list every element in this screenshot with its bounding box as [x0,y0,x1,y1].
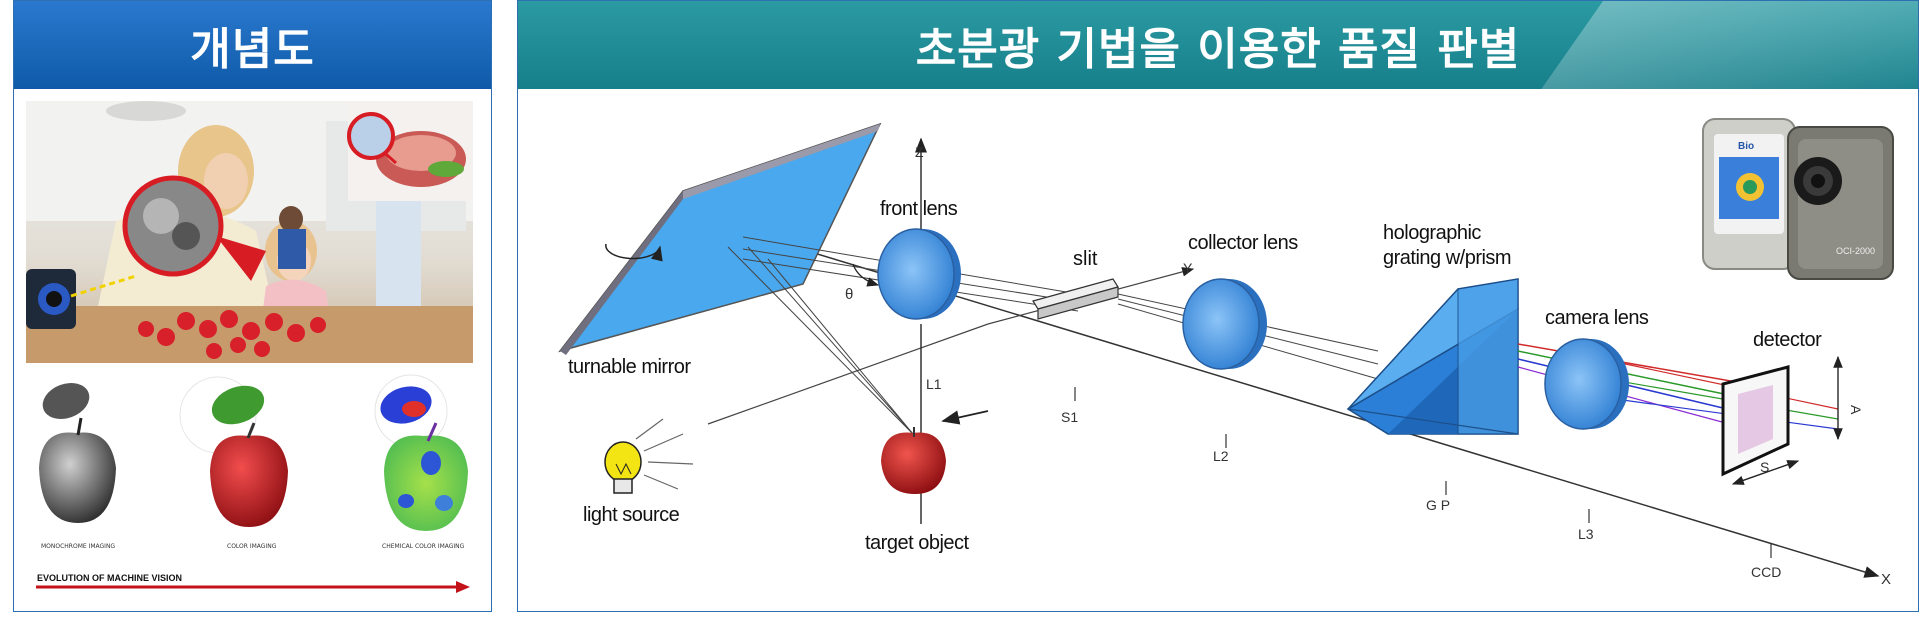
dim-a-mark: A [1848,405,1864,415]
mirror-label: turnable mirror [568,356,691,378]
ccd-mark: CCD [1751,564,1781,580]
l3-mark: L3 [1578,526,1594,542]
collector-lens-label: collector lens [1188,232,1298,254]
monochrome-apple [39,383,116,523]
chemical-imaging-apple [374,374,468,531]
s1-mark: S1 [1061,409,1078,425]
device-brand: Bio [1738,141,1754,152]
detector [1721,355,1843,485]
grating-label-line1: holographic [1383,222,1481,244]
monochrome-caption: MONOCHROME IMAGING [41,543,116,550]
grating-prism [1346,278,1519,435]
theta-mark: θ [845,286,853,303]
z-axis-mark: Z [915,144,924,160]
apples-illustration [39,374,468,531]
evolution-label: EVOLUTION OF MACHINE VISION [37,573,183,583]
family-photo-illustration [26,101,473,363]
x-axis-mark: X [1881,571,1891,588]
chemical-caption: CHEMICAL COLOR IMAGING [382,543,465,550]
device-model: OCI-2000 [1836,246,1875,256]
grating-label-line2: grating w/prism [1383,247,1511,269]
collector-lens [1182,278,1267,370]
family-photo [26,101,473,363]
l1-mark: L1 [926,376,942,392]
slit [1032,278,1119,320]
l2-mark: L2 [1213,448,1229,464]
hyperspectral-camera-device: Bio OCI-2000 [1702,118,1894,280]
camera-lens-label: camera lens [1545,307,1649,329]
turnable-mirror [558,122,882,355]
hyperspectral-panel: 초분광 기법을 이용한 품질 판별 [517,0,1919,612]
light-source-label: light source [583,504,680,526]
front-lens-label: front lens [880,198,958,220]
dim-s-mark: S [1760,459,1769,475]
camera-lens [1544,338,1629,430]
gp-mark: G P [1426,497,1450,513]
hyperspectral-title-text: 초분광 기법을 이용한 품질 판별 [915,24,1521,75]
slit-label: slit [1073,248,1098,270]
color-apple [179,376,288,527]
color-caption: COLOR IMAGING [227,543,277,550]
light-source [604,418,694,494]
detector-label: detector [1753,329,1822,351]
evolution-arrow [36,581,470,593]
target-apple [881,427,946,494]
y-axis-mark: Y [1183,260,1193,276]
target-object-label: target object [865,532,970,554]
concept-title: 개념도 [14,1,491,89]
front-lens [877,228,961,320]
concept-panel: 개념도 [13,0,492,612]
hyperspectral-title: 초분광 기법을 이용한 품질 판별 [518,1,1918,89]
optical-setup-diagram: Z Y X θ L1 S1 L2 G P L3 CCD A S turnable… [558,118,1894,588]
